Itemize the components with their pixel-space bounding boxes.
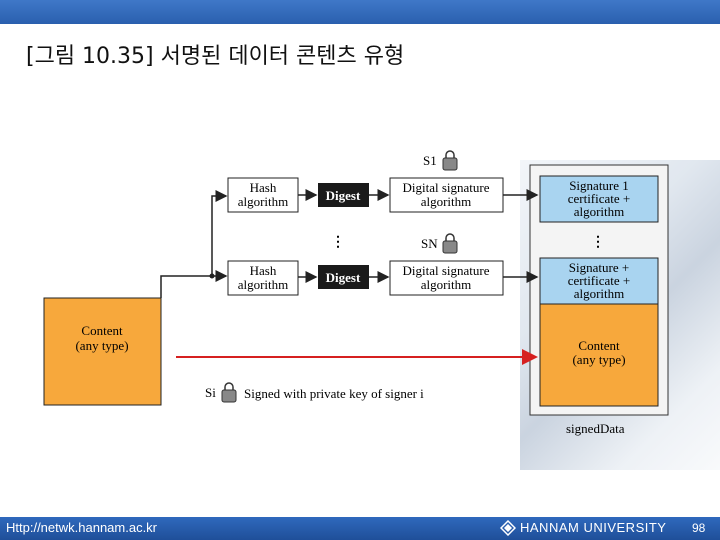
content-left-box bbox=[43, 297, 162, 406]
signature-box-n-line2: certificate + bbox=[568, 273, 631, 288]
content-left-line2: (any type) bbox=[75, 338, 128, 353]
dsa-box-1-line2: algorithm bbox=[421, 194, 472, 209]
hash-box-n-line2: algorithm bbox=[238, 277, 289, 292]
ellipsis-vertical-2: ⋮ bbox=[591, 235, 605, 250]
content-right-line1: Content bbox=[578, 338, 620, 353]
signer-label-si: Si bbox=[205, 385, 216, 400]
dsa-box-1 bbox=[389, 177, 504, 213]
hash-box-n-line1: Hash bbox=[250, 263, 277, 278]
signature-box-1-line2: certificate + bbox=[568, 191, 631, 206]
signature-box-1 bbox=[539, 175, 659, 223]
footer-bar: Http://netwk.hannam.ac.kr HANNAM UNIVERS… bbox=[0, 517, 720, 540]
signed-data-label: signedData bbox=[566, 421, 625, 436]
dsa-box-n-line2: algorithm bbox=[421, 277, 472, 292]
lock-icon-n bbox=[442, 233, 458, 254]
page-number: 98 bbox=[692, 521, 706, 535]
legend-text: Signed with private key of signer i bbox=[244, 386, 424, 401]
lock-icon-legend bbox=[221, 382, 237, 403]
hash-box-1 bbox=[227, 177, 299, 213]
signature-box-n-line1: Signature + bbox=[569, 260, 629, 275]
footer-university: HANNAM UNIVERSITY bbox=[520, 520, 667, 535]
branch-line-1 bbox=[211, 190, 228, 276]
university-logo-icon bbox=[500, 520, 516, 536]
content-to-hash-line bbox=[160, 275, 212, 298]
content-right-line2: (any type) bbox=[572, 352, 625, 367]
ellipsis-vertical-1: ⋮ bbox=[331, 235, 345, 250]
lock-icon-1 bbox=[442, 150, 458, 171]
page-title: [그림 10.35] 서명된 데이터 콘텐츠 유형 bbox=[26, 44, 405, 69]
top-bar bbox=[0, 0, 720, 24]
signature-box-n bbox=[539, 257, 659, 305]
dsa-box-n-line1: Digital signature bbox=[402, 263, 489, 278]
digest-box-n bbox=[318, 265, 369, 289]
digest-box-1 bbox=[318, 183, 369, 207]
hash-box-1-line1: Hash bbox=[250, 180, 277, 195]
footer-url[interactable]: Http://netwk.hannam.ac.kr bbox=[6, 520, 158, 535]
signature-box-1-line1: Signature 1 bbox=[569, 178, 629, 193]
signer-label-sn: SN bbox=[421, 236, 438, 251]
signature-box-1-line3: algorithm bbox=[574, 204, 625, 219]
digest-label-n: Digest bbox=[326, 270, 361, 285]
signature-box-n-line3: algorithm bbox=[574, 286, 625, 301]
content-left-line1: Content bbox=[81, 323, 123, 338]
hash-box-n bbox=[227, 260, 299, 296]
hash-box-1-line2: algorithm bbox=[238, 194, 289, 209]
dsa-box-1-line1: Digital signature bbox=[402, 180, 489, 195]
dsa-box-n bbox=[389, 260, 504, 296]
content-right-box bbox=[539, 303, 659, 407]
digest-label-1: Digest bbox=[326, 188, 361, 203]
signer-label-s1: S1 bbox=[423, 153, 437, 168]
